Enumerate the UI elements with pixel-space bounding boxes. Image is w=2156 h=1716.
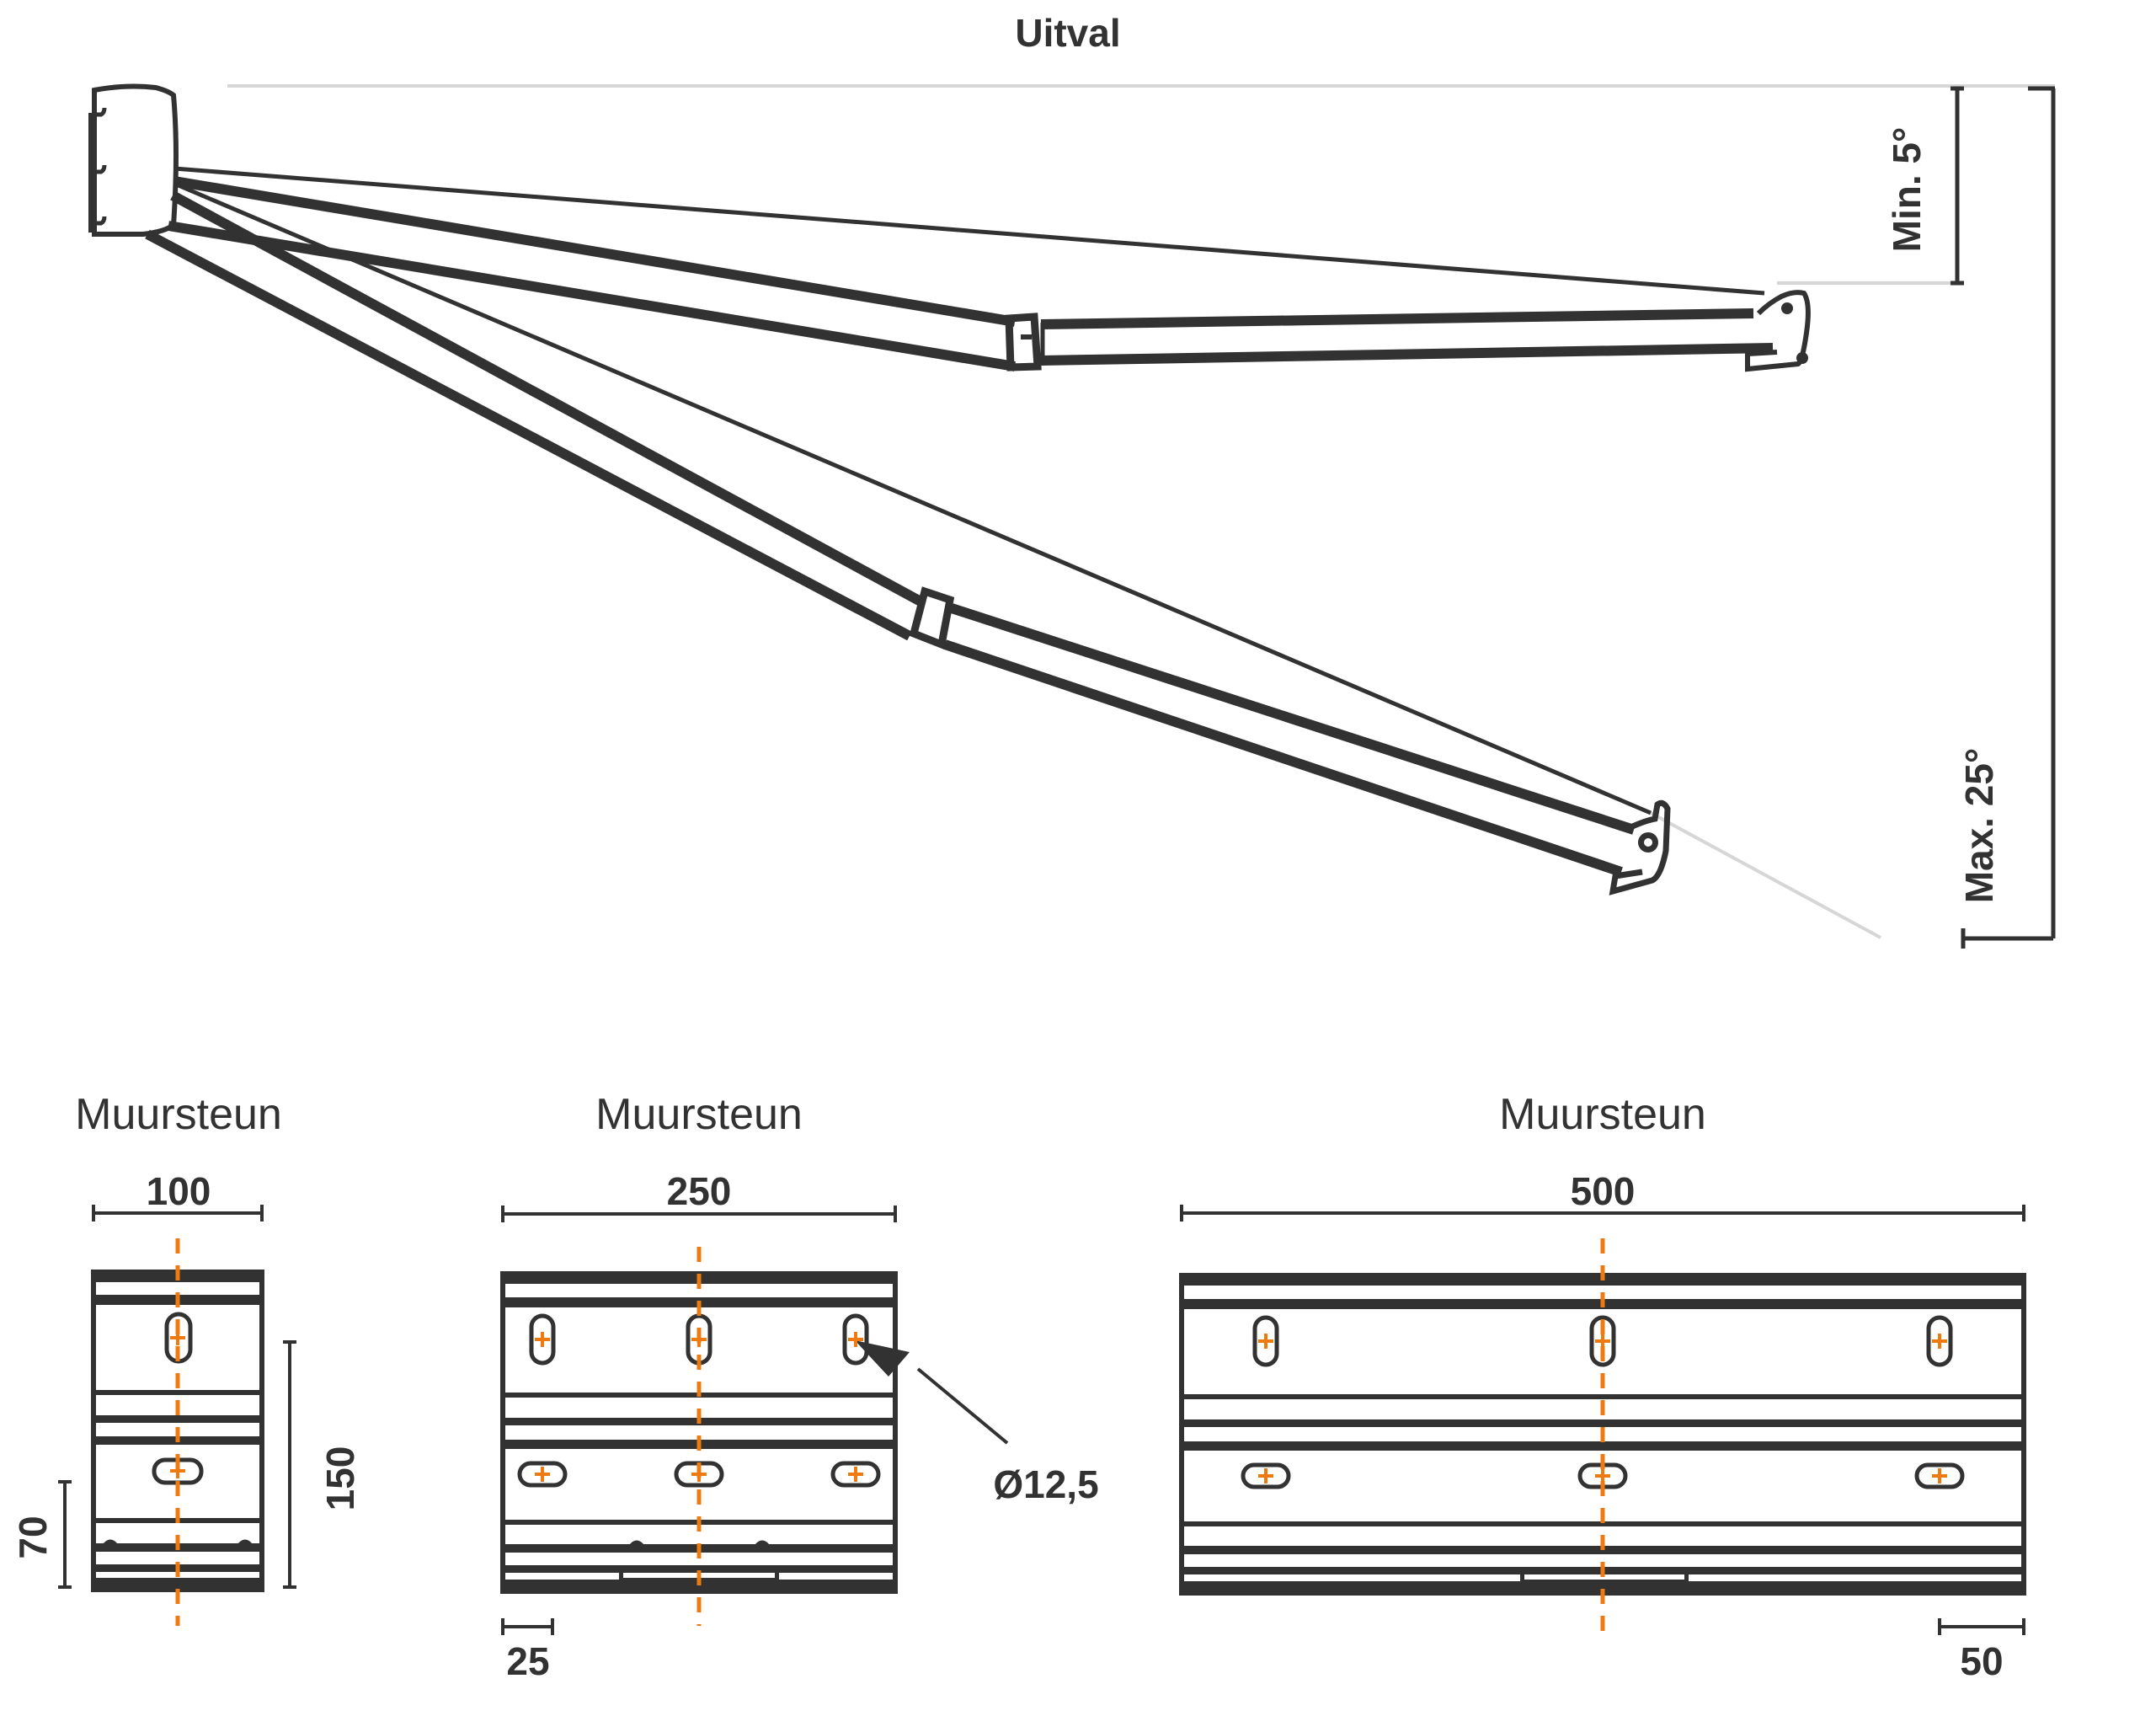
- bracket-1-offset-dimension: 70: [11, 1480, 72, 1589]
- wall-bracket-100: Muursteun 100 150: [11, 1090, 362, 1626]
- bracket-3-edge-dimension: 50: [1938, 1618, 2025, 1683]
- bracket-1-height-label: 150: [318, 1446, 362, 1511]
- min-angle-dimension: Min. 5°: [1885, 86, 1964, 286]
- bracket-2-plate: [500, 1271, 898, 1594]
- uitval-title: Uitval: [1015, 11, 1120, 55]
- max-angle-label: Max. 25°: [1957, 748, 2001, 904]
- bracket-2-edge-dimension: 25: [501, 1618, 554, 1683]
- bracket-1-caption: Muursteun: [75, 1090, 282, 1139]
- bracket-2-edge-label: 25: [506, 1639, 549, 1683]
- bracket-2-caption: Muursteun: [595, 1090, 803, 1139]
- upper-arm: [168, 166, 1811, 372]
- bracket-1-offset-label: 70: [11, 1516, 55, 1558]
- max-angle-guide-line: [1650, 811, 1881, 939]
- hole-diameter-label: Ø12,5: [993, 1462, 1098, 1506]
- bracket-3-caption: Muursteun: [1499, 1090, 1706, 1139]
- lower-arm: [145, 181, 1671, 895]
- max-angle-dimension: Max. 25°: [1957, 86, 2056, 949]
- bracket-3-width-label: 500: [1571, 1169, 1636, 1213]
- bracket-1-height-dimension: 150: [283, 1340, 362, 1589]
- bracket-2-width-dimension: [501, 1205, 897, 1222]
- bracket-3-edge-label: 50: [1960, 1639, 2003, 1683]
- hole-diameter-callout: Ø12,5: [855, 1340, 1099, 1506]
- bracket-1-width-dimension: [92, 1205, 264, 1222]
- bracket-3-width-dimension: [1180, 1205, 2025, 1222]
- bracket-1-width-label: 100: [147, 1169, 211, 1213]
- awning-cassette: [88, 83, 179, 237]
- wall-bracket-250: Muursteun 250: [500, 1090, 1099, 1683]
- hole-centre-marks: [170, 1330, 1947, 1483]
- bracket-2-width-label: 250: [667, 1169, 732, 1213]
- wall-bracket-500: Muursteun 500: [1179, 1090, 2026, 1683]
- min-angle-label: Min. 5°: [1885, 127, 1929, 253]
